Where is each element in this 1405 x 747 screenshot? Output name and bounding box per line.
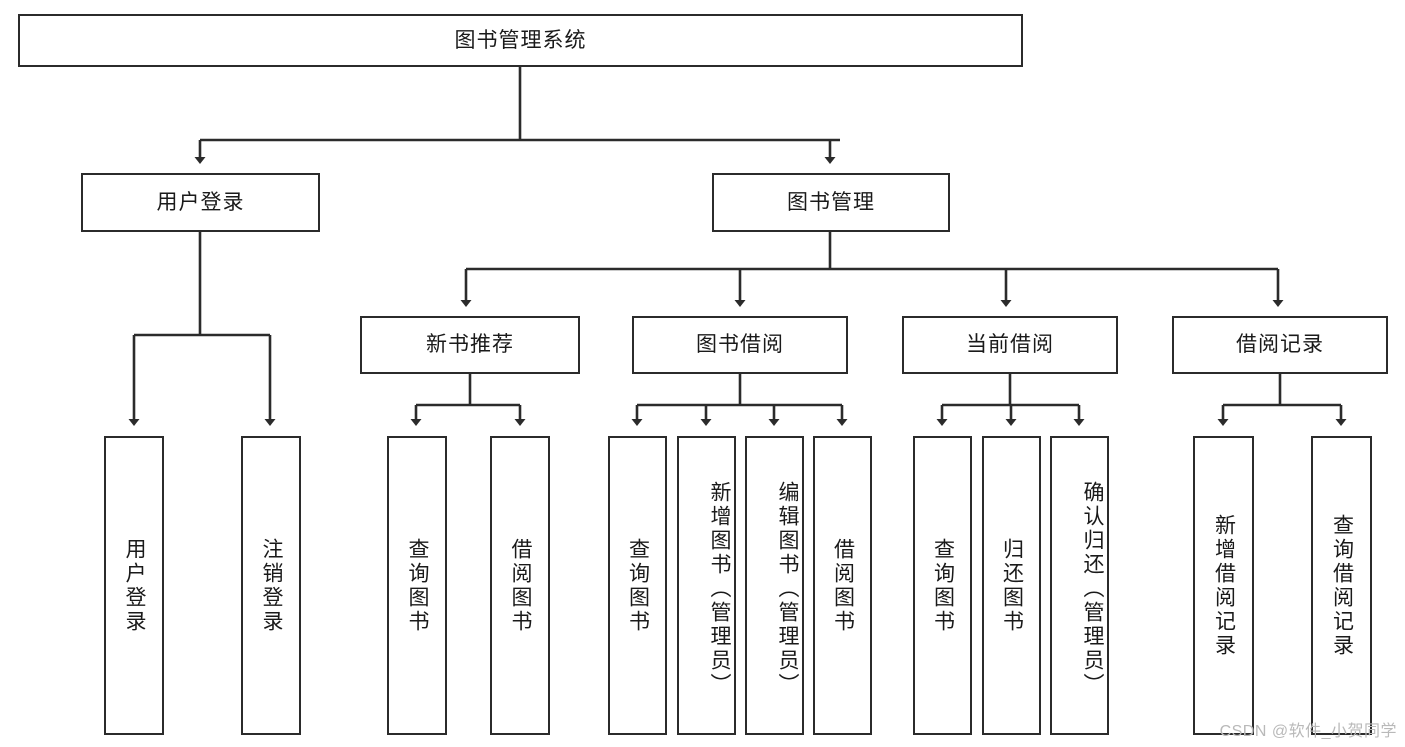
node-label: 新增借阅记录 [1212, 513, 1236, 658]
node-label: 确认归还（管理员） [1081, 480, 1104, 697]
leaf-user-login-login[interactable]: 用户登录 [104, 436, 164, 735]
node-label: 图书管理 [787, 190, 875, 214]
node-label: 查询图书 [626, 537, 650, 634]
node-label: 当前借阅 [966, 333, 1054, 357]
node-user-login[interactable]: 用户登录 [81, 173, 320, 232]
leaf-user-login-logout[interactable]: 注销登录 [241, 436, 301, 735]
node-label: 新增图书（管理员） [708, 480, 731, 697]
leaf-new-book-borrow[interactable]: 借阅图书 [490, 436, 550, 735]
leaf-current-borrow-return[interactable]: 归还图书 [982, 436, 1041, 735]
node-label: 查询借阅记录 [1330, 513, 1354, 658]
leaf-current-borrow-query[interactable]: 查询图书 [913, 436, 972, 735]
node-label: 用户登录 [123, 537, 146, 634]
node-label: 借阅图书 [831, 537, 855, 634]
leaf-book-borrow-edit[interactable]: 编辑图书（管理员） [745, 436, 804, 735]
leaf-book-borrow-borrow[interactable]: 借阅图书 [813, 436, 872, 735]
node-label: 注销登录 [260, 537, 283, 634]
node-label: 借阅记录 [1236, 333, 1324, 357]
node-root-system[interactable]: 图书管理系统 [18, 14, 1023, 67]
node-current-borrow[interactable]: 当前借阅 [902, 316, 1118, 374]
leaf-book-borrow-query[interactable]: 查询图书 [608, 436, 667, 735]
leaf-current-borrow-confirm-return[interactable]: 确认归还（管理员） [1050, 436, 1109, 735]
csdn-watermark: CSDN @软件_小贺同学 [1219, 723, 1397, 740]
leaf-book-borrow-add[interactable]: 新增图书（管理员） [677, 436, 736, 735]
node-label: 图书管理系统 [454, 28, 587, 52]
node-label: 归还图书 [1000, 537, 1024, 634]
node-book-borrow[interactable]: 图书借阅 [632, 316, 848, 374]
node-label: 用户登录 [156, 190, 245, 214]
leaf-borrow-record-add[interactable]: 新增借阅记录 [1193, 436, 1254, 735]
node-label: 新书推荐 [426, 333, 514, 357]
node-label: 编辑图书（管理员） [776, 480, 799, 697]
node-label: 借阅图书 [509, 537, 532, 634]
leaf-new-book-query[interactable]: 查询图书 [387, 436, 447, 735]
node-new-book-recommend[interactable]: 新书推荐 [360, 316, 580, 374]
node-label: 图书借阅 [696, 333, 784, 357]
node-borrow-record[interactable]: 借阅记录 [1172, 316, 1388, 374]
node-label: 查询图书 [406, 537, 429, 634]
node-book-management[interactable]: 图书管理 [712, 173, 950, 232]
leaf-borrow-record-query[interactable]: 查询借阅记录 [1311, 436, 1372, 735]
node-label: 查询图书 [931, 537, 955, 634]
